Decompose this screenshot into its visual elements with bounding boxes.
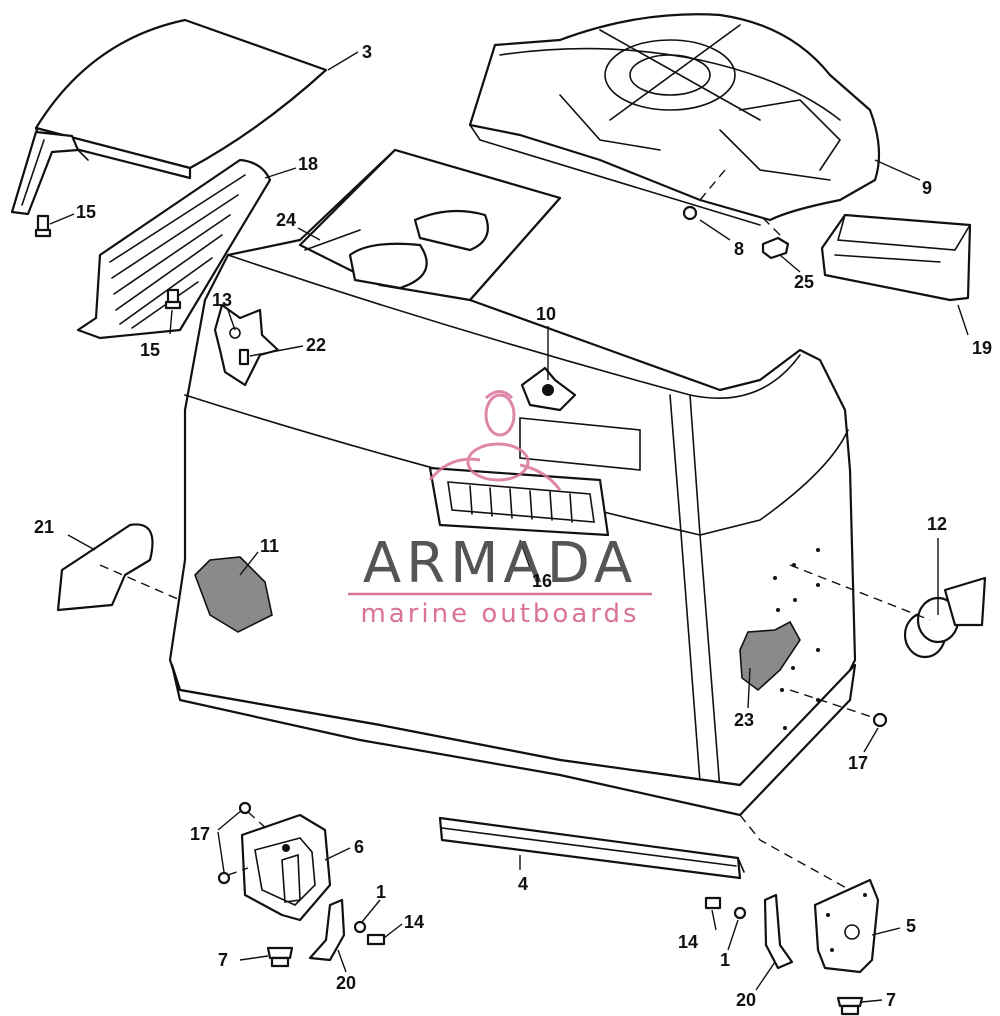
- part-rear-hood-cover: [10, 18, 328, 216]
- callout-1-right: 1: [720, 950, 730, 970]
- callout-11: 11: [260, 536, 279, 556]
- callout-14-left: 14: [404, 912, 424, 932]
- callout-24: 24: [276, 210, 296, 230]
- callout-23: 23: [734, 710, 754, 730]
- callout-15-bottom: 15: [140, 340, 160, 360]
- callout-7-left: 7: [218, 950, 228, 970]
- callout-5: 5: [906, 916, 916, 936]
- callout-19: 19: [972, 338, 992, 358]
- watermark-tagline: marine outboards: [360, 599, 639, 629]
- part-seal-strip: [438, 816, 745, 880]
- part-air-silencer: [468, 13, 881, 226]
- part-latch-clip-left: [308, 898, 346, 962]
- callout-25: 25: [794, 272, 814, 292]
- callout-17-left: 17: [190, 824, 210, 844]
- callout-16: 16: [532, 571, 552, 591]
- callout-7-right: 7: [886, 990, 896, 1010]
- callout-12: 12: [927, 514, 947, 534]
- callout-22: 22: [306, 335, 326, 355]
- leader-lines: [49, 51, 969, 1003]
- callout-20-right: 20: [736, 990, 756, 1010]
- callout-3: 3: [362, 42, 372, 62]
- part-louvered-grille: [76, 158, 272, 340]
- hardware: [34, 205, 888, 1016]
- callout-6: 6: [354, 837, 364, 857]
- part-main-cowling: [168, 148, 857, 817]
- callout-14-right: 14: [678, 932, 698, 952]
- callout-13: 13: [212, 290, 232, 310]
- callout-17-right: 17: [848, 753, 868, 773]
- assembly-lines: [99, 169, 931, 891]
- callout-20-left: 20: [336, 973, 356, 993]
- callout-9: 9: [922, 178, 932, 198]
- callout-labels: 3 9 18 15 24 8 25 13 22 15 10 19 21 11 1…: [34, 42, 992, 1010]
- callout-10: 10: [536, 304, 556, 324]
- watermark-logo-icon: [428, 390, 562, 491]
- callout-4: 4: [518, 874, 528, 894]
- part-foam-pad-11: [194, 556, 273, 633]
- part-latch-plate-5: [813, 878, 880, 974]
- watermark-brand: ARMADA: [363, 531, 637, 596]
- callout-8: 8: [734, 239, 744, 259]
- part-side-bracket: [820, 213, 972, 302]
- callout-15-top: 15: [76, 202, 96, 222]
- part-foam-pad-23: [739, 620, 801, 692]
- part-badge-right: [903, 576, 987, 659]
- part-latch-clip-right: [763, 893, 794, 970]
- watermark: ARMADA marine outboards: [348, 390, 652, 629]
- part-latch-bracket-6: [240, 813, 332, 922]
- callout-21: 21: [34, 517, 54, 537]
- callout-1-left: 1: [376, 882, 386, 902]
- callout-18: 18: [298, 154, 318, 174]
